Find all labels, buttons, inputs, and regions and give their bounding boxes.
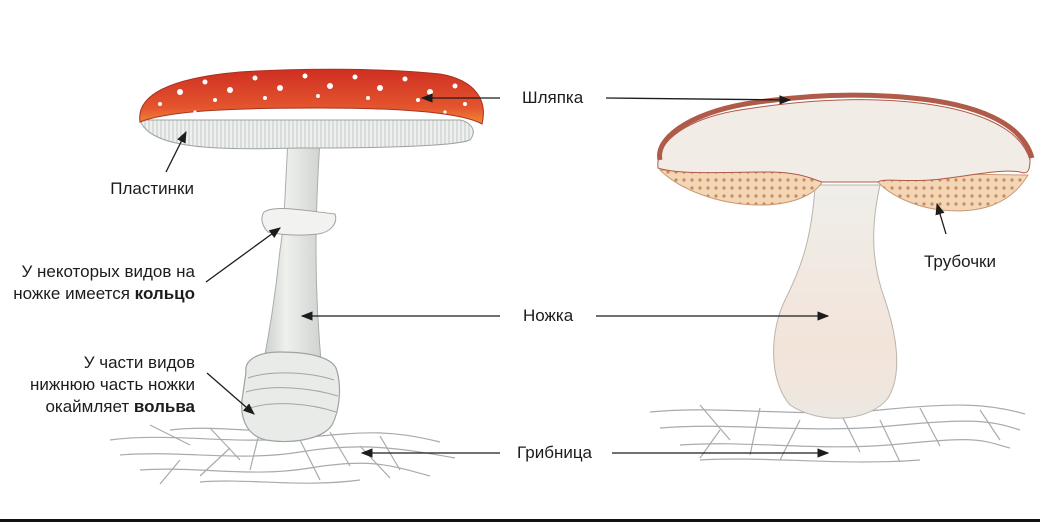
label-cap: Шляпка [522,88,584,107]
arrow-ring [205,227,281,283]
amanita-cap [139,68,484,150]
arrow-cap-right [605,95,792,105]
label-stem: Ножка [523,306,574,325]
leader-arrows [165,93,947,458]
mycelium-right [649,404,1026,463]
amanita-stem [241,139,341,443]
label-mycelium: Грибница [517,443,593,462]
arrow-tubes [935,202,947,235]
mycelium-left [109,424,456,485]
label-ring-line2: ножке имеется кольцо [13,284,195,303]
label-ring-bold: кольцо [134,284,195,303]
label-volva-line3: окаймляет вольва [45,397,195,416]
label-volva: У части видов нижнюю часть ножки окаймля… [30,352,195,418]
label-volva-line2: нижнюю часть ножки [29,375,195,394]
bolete-body [657,92,1035,419]
label-volva-bold: вольва [133,397,195,416]
arrow-gills [165,130,187,173]
arrow-volva [206,372,255,415]
label-ring: У некоторых видов на ножке имеется кольц… [13,261,195,305]
label-tubes: Трубочки [924,252,996,271]
label-gills: Пластинки [110,179,194,198]
cap-spots [158,73,467,114]
bottom-rule [0,519,1040,522]
label-ring-line1: У некоторых видов на [21,262,195,281]
label-volva-line1: У части видов [83,353,195,372]
